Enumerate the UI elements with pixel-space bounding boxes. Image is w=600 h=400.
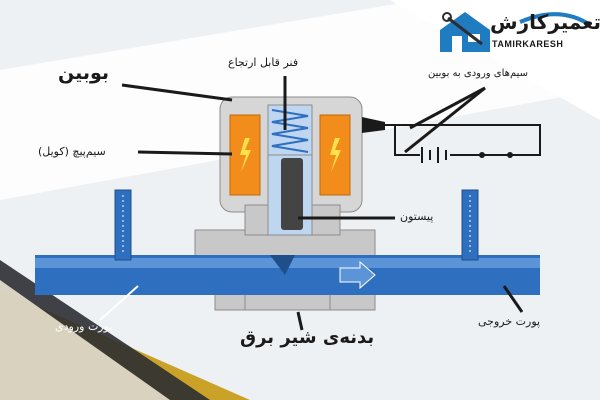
house-with-wrench-icon xyxy=(440,12,490,52)
brand-name-en: TAMIRKARESH xyxy=(492,39,564,49)
background-light-triangle xyxy=(0,280,170,400)
brand-name-fa: تعمیرکارش xyxy=(490,10,600,34)
label-valve-body: بدنه‌ی شیر برق xyxy=(240,327,375,348)
spring-coil xyxy=(271,109,309,153)
lightning-icon-right xyxy=(330,138,341,172)
circuit-wire xyxy=(395,124,541,156)
label-spring: فنر قابل ارتجاع xyxy=(228,56,299,69)
label-coil: بوبین xyxy=(58,62,110,84)
label-outlet-port: پورت خروجی xyxy=(478,315,541,328)
coil-terminal xyxy=(362,117,385,133)
logo-swoosh xyxy=(519,12,592,27)
piston-rod xyxy=(281,158,303,230)
leader-coil xyxy=(121,83,233,102)
lightning-icon-left xyxy=(240,138,251,172)
flow-arrow xyxy=(339,260,376,290)
label-input-wires: سیم‌های ورودی به بوبین xyxy=(428,68,529,79)
switch-contact-2 xyxy=(507,152,513,158)
leader-input-wires-1 xyxy=(409,86,486,130)
leader-valve-body xyxy=(296,311,304,331)
switch-contact-1 xyxy=(479,152,485,158)
valve-seat xyxy=(270,255,295,275)
leader-winding xyxy=(137,150,233,156)
label-inlet-port: پورت ورودی xyxy=(55,320,113,333)
leader-inlet xyxy=(99,285,139,321)
leader-outlet xyxy=(502,285,524,313)
label-piston: پیستون xyxy=(400,210,434,223)
leader-input-wires-2 xyxy=(404,86,486,154)
label-winding: سیم‌پیچ (کویل) xyxy=(38,145,106,158)
